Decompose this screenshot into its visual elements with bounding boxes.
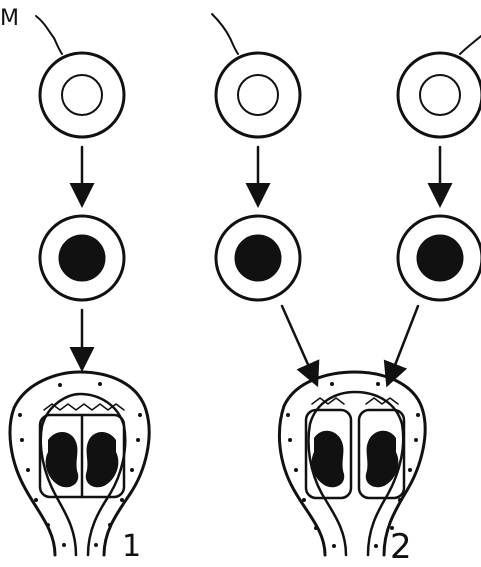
twin-embryos-2 [306, 398, 404, 498]
sperm-tail-2 [212, 14, 238, 54]
twin-embryos-1 [40, 404, 124, 497]
label-m: M [0, 8, 19, 30]
zygote-1 [40, 216, 124, 300]
uterus-1 [10, 372, 149, 555]
sperm-tail-3 [460, 36, 481, 54]
zygote-2 [216, 216, 300, 300]
egg-cell-2 [216, 53, 300, 137]
sperm-tail-1 [36, 16, 62, 54]
arrow-3b [390, 306, 418, 378]
egg-cell-1 [40, 53, 124, 137]
label-case-2: 2 [390, 530, 412, 564]
egg-cell-3 [398, 53, 481, 137]
label-case-1: 1 [122, 532, 141, 562]
arrow-2b [282, 306, 314, 378]
zygote-3 [398, 216, 481, 300]
